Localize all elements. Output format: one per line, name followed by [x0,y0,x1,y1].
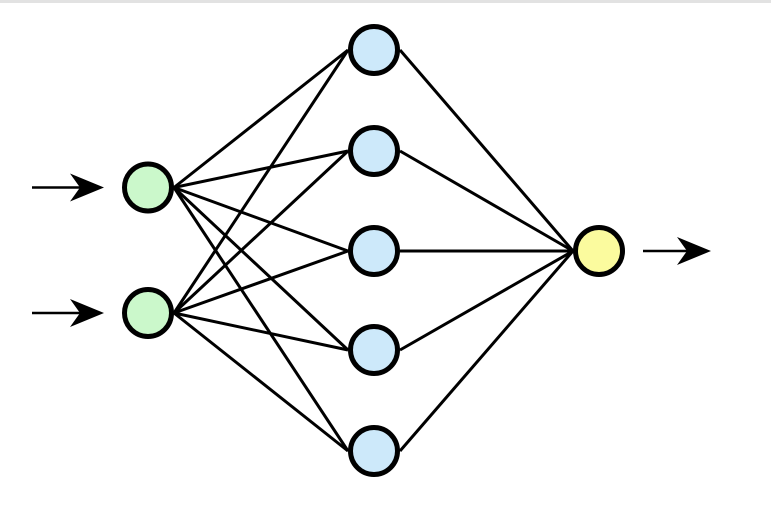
edge-in2-h2 [172,149,350,315]
output-node-out1 [573,225,625,277]
edge-in2-h5 [173,311,349,453]
output-arrow-head [677,237,711,265]
edge-h1-out1 [398,49,575,252]
hidden-node-h2 [348,125,400,177]
hidden-node-h3 [348,225,400,277]
hidden-node-h1 [348,24,400,76]
edge-in1-h2 [173,149,349,189]
edge-h4-out1 [399,249,574,352]
edge-h5-out1 [398,250,575,452]
window-top-border [0,0,771,3]
edge-in1-h4 [172,186,350,352]
input-node-in1 [122,161,174,214]
edge-in1-h1 [173,48,349,189]
edge-in2-h4 [173,311,349,352]
edge-h2-out1 [399,149,574,253]
edge-in1-h3 [173,186,349,253]
hidden-node-h4 [348,324,400,376]
input-node-in2 [122,287,174,339]
input-arrow-1-head [70,173,104,202]
edge-in1-h5 [172,186,350,452]
edge-in2-h1 [172,49,350,314]
hidden-node-h5 [348,425,400,477]
input-arrow-2-head [70,299,104,327]
edge-in2-h3 [173,249,349,315]
